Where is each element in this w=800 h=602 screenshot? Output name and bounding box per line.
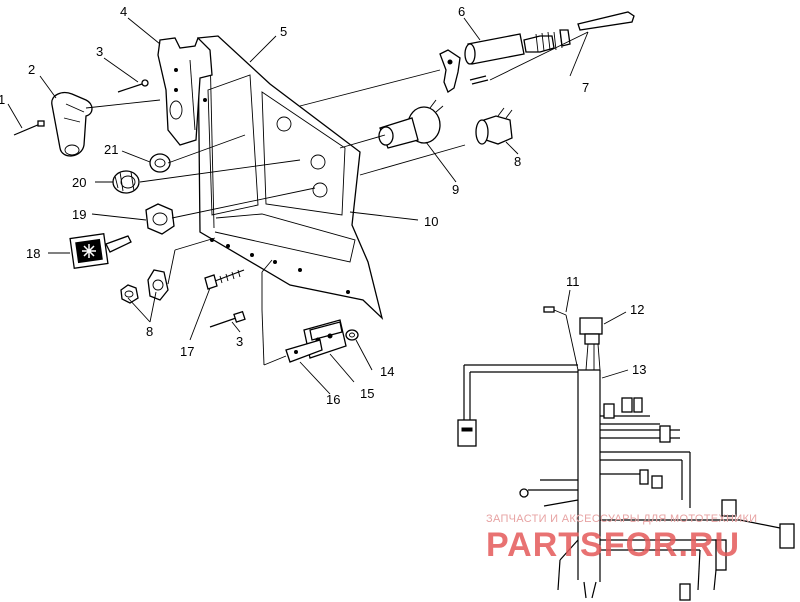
callout-11: 11 bbox=[566, 274, 580, 289]
callout-21: 21 bbox=[104, 142, 118, 157]
callout-18: 18 bbox=[26, 246, 40, 261]
callout-labels: 1 2 3 4 5 6 7 8 9 10 21 20 19 18 8 17 3 … bbox=[0, 4, 646, 407]
pin-7a bbox=[577, 11, 635, 31]
screw-1 bbox=[13, 120, 45, 136]
callout-2: 2 bbox=[28, 62, 35, 77]
nuts-8-left bbox=[120, 269, 169, 304]
callout-16: 16 bbox=[326, 392, 340, 407]
clip-7 bbox=[439, 49, 461, 93]
pin-7b bbox=[469, 75, 489, 85]
callout-9: 9 bbox=[452, 182, 459, 197]
switch-6 bbox=[464, 29, 571, 65]
callout-12: 12 bbox=[630, 302, 644, 317]
callout-19: 19 bbox=[72, 207, 86, 222]
callout-7: 7 bbox=[582, 80, 589, 95]
callout-4: 4 bbox=[120, 4, 127, 19]
callout-8-left: 8 bbox=[146, 324, 153, 339]
callout-20: 20 bbox=[72, 175, 86, 190]
latch-plate-2 bbox=[51, 91, 93, 157]
callout-leaders bbox=[7, 17, 629, 395]
explode-lines-left bbox=[85, 99, 316, 285]
ring-21 bbox=[149, 153, 171, 173]
explode-lines-bottom bbox=[261, 259, 287, 366]
callout-14: 14 bbox=[380, 364, 394, 379]
wiring-harness bbox=[457, 306, 795, 601]
grommet-14 bbox=[345, 329, 359, 341]
screw-3-bottom bbox=[209, 310, 246, 328]
explode-lines-right bbox=[299, 31, 589, 176]
callout-3-top: 3 bbox=[96, 44, 103, 59]
mounting-bracket bbox=[157, 36, 213, 146]
screw-3-top bbox=[117, 79, 149, 93]
callout-10: 10 bbox=[424, 214, 438, 229]
callout-5: 5 bbox=[280, 24, 287, 39]
dash-panel bbox=[197, 35, 384, 321]
callout-3-bottom: 3 bbox=[236, 334, 243, 349]
nut-20 bbox=[112, 170, 140, 194]
callout-8-right: 8 bbox=[514, 154, 521, 169]
callout-1: 1 bbox=[0, 92, 5, 107]
bolt-17 bbox=[204, 269, 245, 290]
callout-17: 17 bbox=[180, 344, 194, 359]
callout-6: 6 bbox=[458, 4, 465, 19]
watermark-tagline: ЗАПЧАСТИ И АКСЕССУАРЫ ДЛЯ МОТОТЕХНИКИ bbox=[486, 513, 757, 525]
watermark-brand: PARTSFOR.RU bbox=[486, 526, 740, 564]
callout-13: 13 bbox=[632, 362, 646, 377]
toggle-8 bbox=[475, 107, 513, 145]
plate-16 bbox=[285, 339, 323, 363]
callout-15: 15 bbox=[360, 386, 374, 401]
nut-19 bbox=[145, 203, 175, 235]
watermark: ЗАПЧАСТИ И АКСЕССУАРЫ ДЛЯ МОТОТЕХНИКИ PA… bbox=[486, 513, 757, 564]
ignition-9 bbox=[378, 99, 444, 149]
key-18 bbox=[69, 233, 132, 269]
